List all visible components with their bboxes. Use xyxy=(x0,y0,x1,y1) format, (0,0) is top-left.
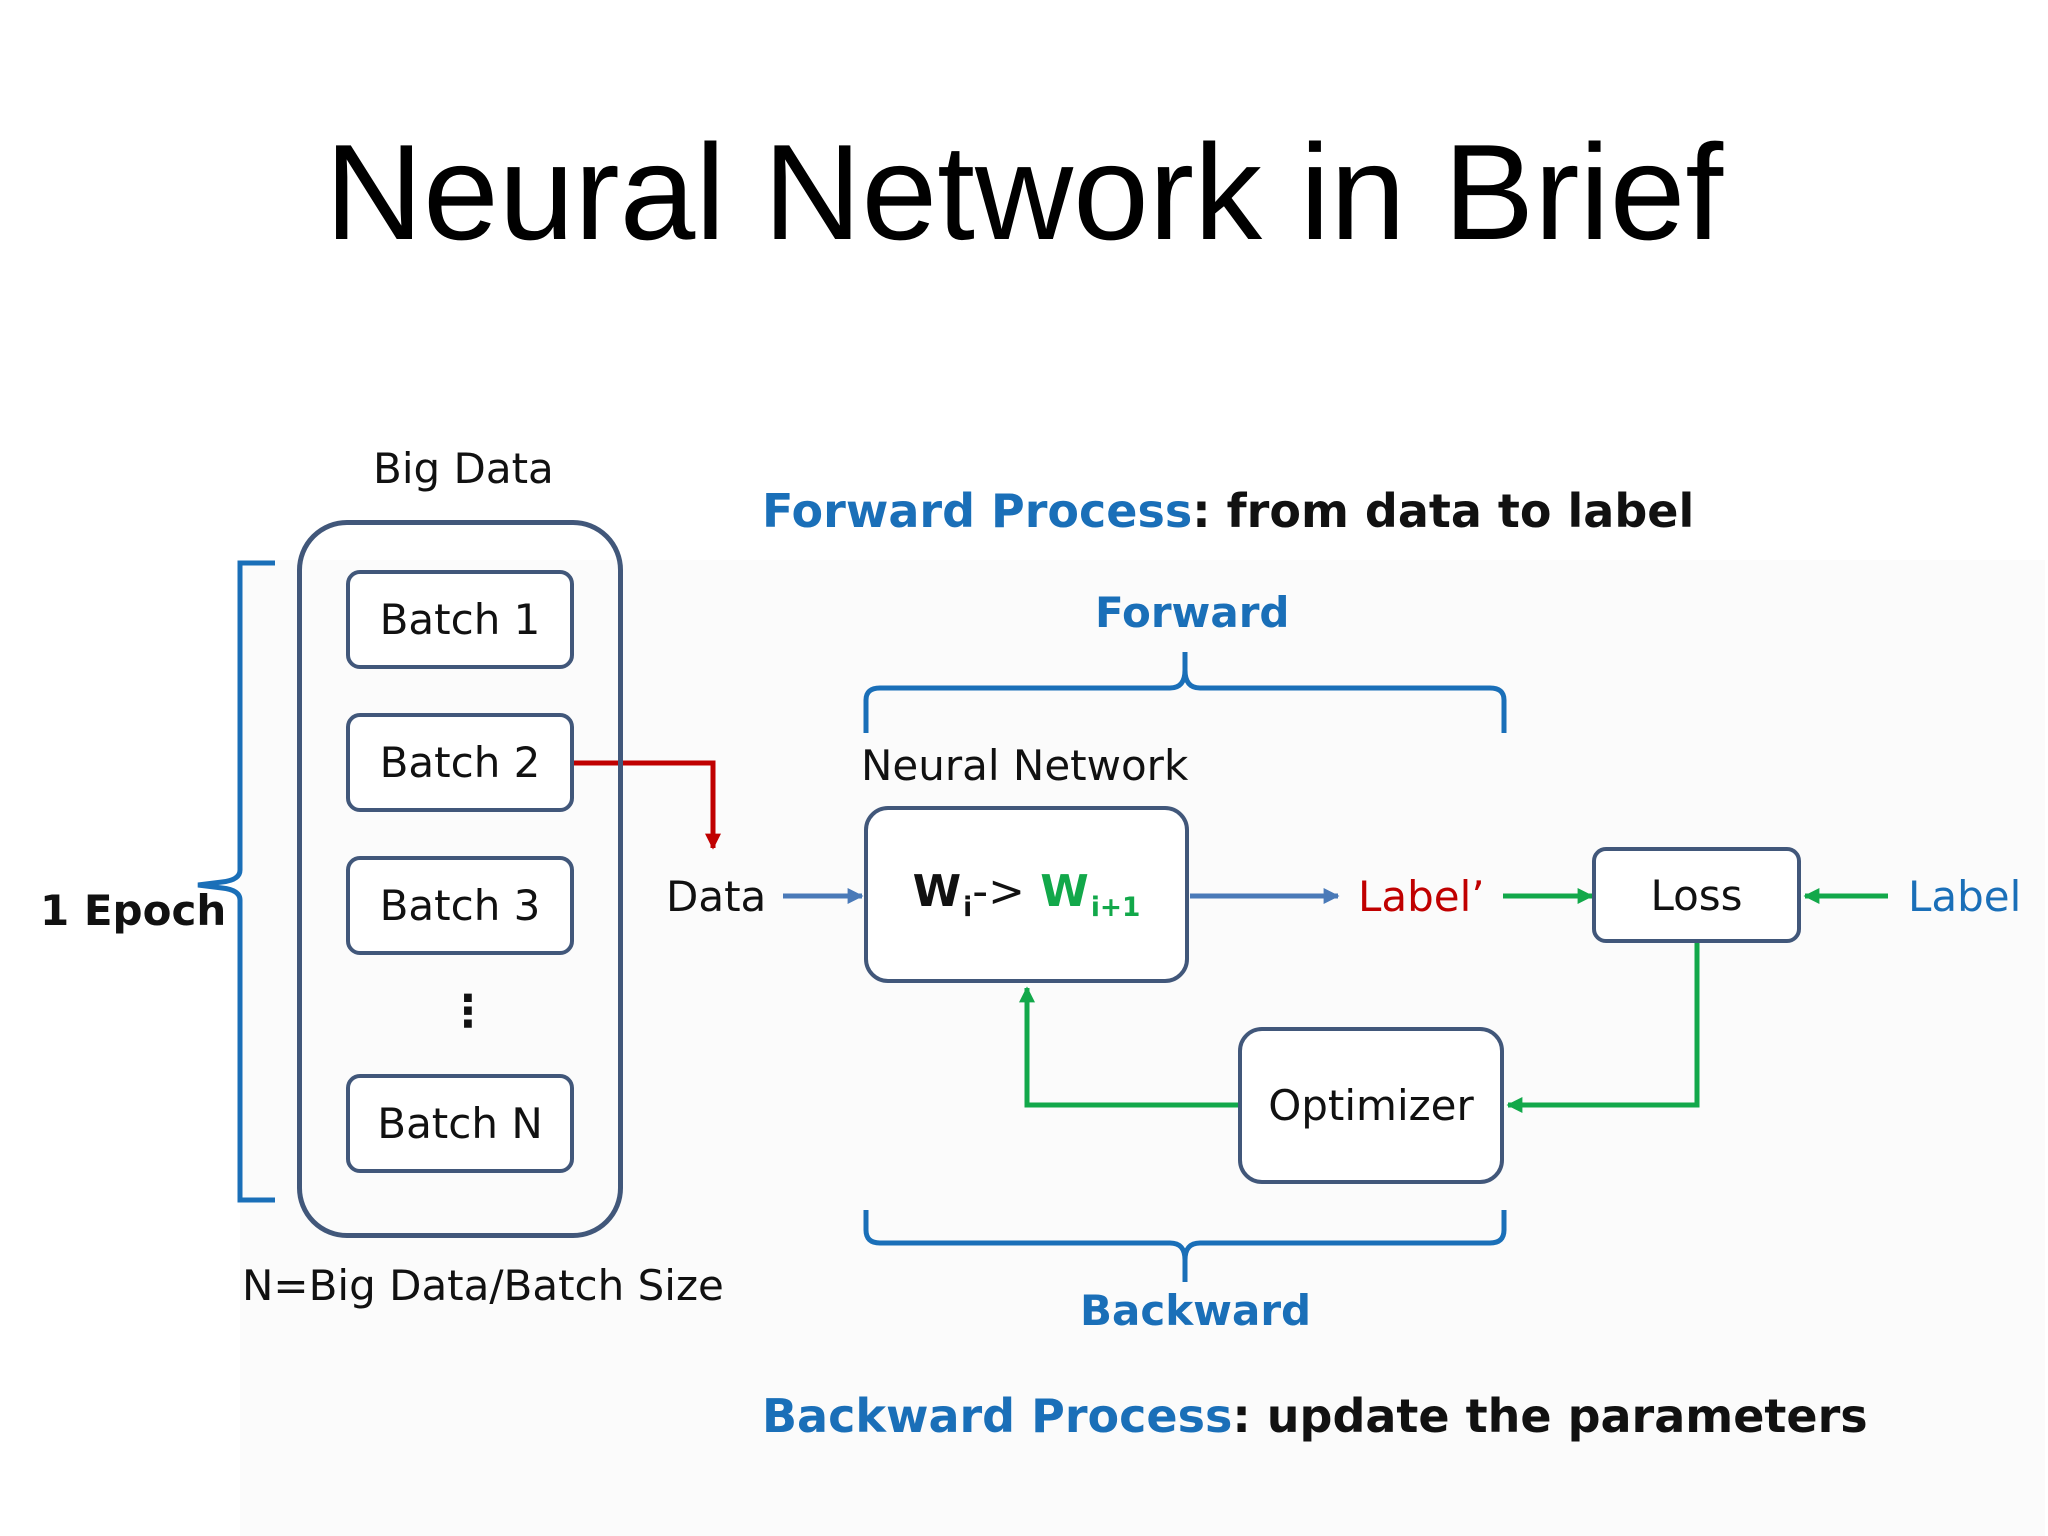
neural-network-caption: Neural Network xyxy=(861,741,1189,790)
big-data-container xyxy=(297,520,623,1238)
forward-brace xyxy=(863,652,1507,733)
true-label: Label xyxy=(1908,872,2022,921)
backward-brace xyxy=(863,1210,1507,1282)
batch-n-box: Batch N xyxy=(346,1074,574,1173)
backward-process-description: : update the parameters xyxy=(1232,1389,1868,1443)
backward-label: Backward xyxy=(1080,1286,1312,1335)
neural-network-box: Wi-> Wi+1 xyxy=(864,806,1189,983)
weight-current-index: i xyxy=(963,891,973,923)
weight-current: W xyxy=(912,866,962,918)
slide-title: Neural Network in Brief xyxy=(324,116,1724,268)
backward-process-heading: Backward Process: update the parameters xyxy=(762,1393,1868,1439)
weight-next: W xyxy=(1040,866,1089,918)
forward-label: Forward xyxy=(1095,588,1290,637)
batch-ellipsis: ⋮ xyxy=(446,986,490,1037)
big-data-heading: Big Data xyxy=(373,444,554,493)
weight-next-index: i+1 xyxy=(1090,891,1141,923)
backward-process-term: Backward Process xyxy=(762,1389,1233,1443)
forward-process-term: Forward Process xyxy=(762,484,1193,538)
loss-to-optimizer-arrow xyxy=(1506,943,1700,1114)
weight-update-arrow: -> xyxy=(972,866,1025,918)
loss-box: Loss xyxy=(1592,847,1801,943)
data-label: Data xyxy=(666,872,767,921)
optimizer-box: Optimizer xyxy=(1238,1027,1504,1184)
epoch-label: 1 Epoch xyxy=(40,886,227,935)
batch-size-footnote: N=Big Data/Batch Size xyxy=(242,1261,724,1310)
epoch-brace xyxy=(197,560,275,1203)
predicted-label: Label’ xyxy=(1358,872,1485,921)
forward-process-heading: Forward Process: from data to label xyxy=(762,488,1694,534)
batch-2-box: Batch 2 xyxy=(346,713,574,812)
batch-3-box: Batch 3 xyxy=(346,856,574,955)
optimizer-to-network-arrow xyxy=(1018,986,1238,1108)
weight-update-formula: Wi-> Wi+1 xyxy=(913,866,1141,922)
batch-1-box: Batch 1 xyxy=(346,570,574,669)
forward-process-description: : from data to label xyxy=(1192,484,1695,538)
